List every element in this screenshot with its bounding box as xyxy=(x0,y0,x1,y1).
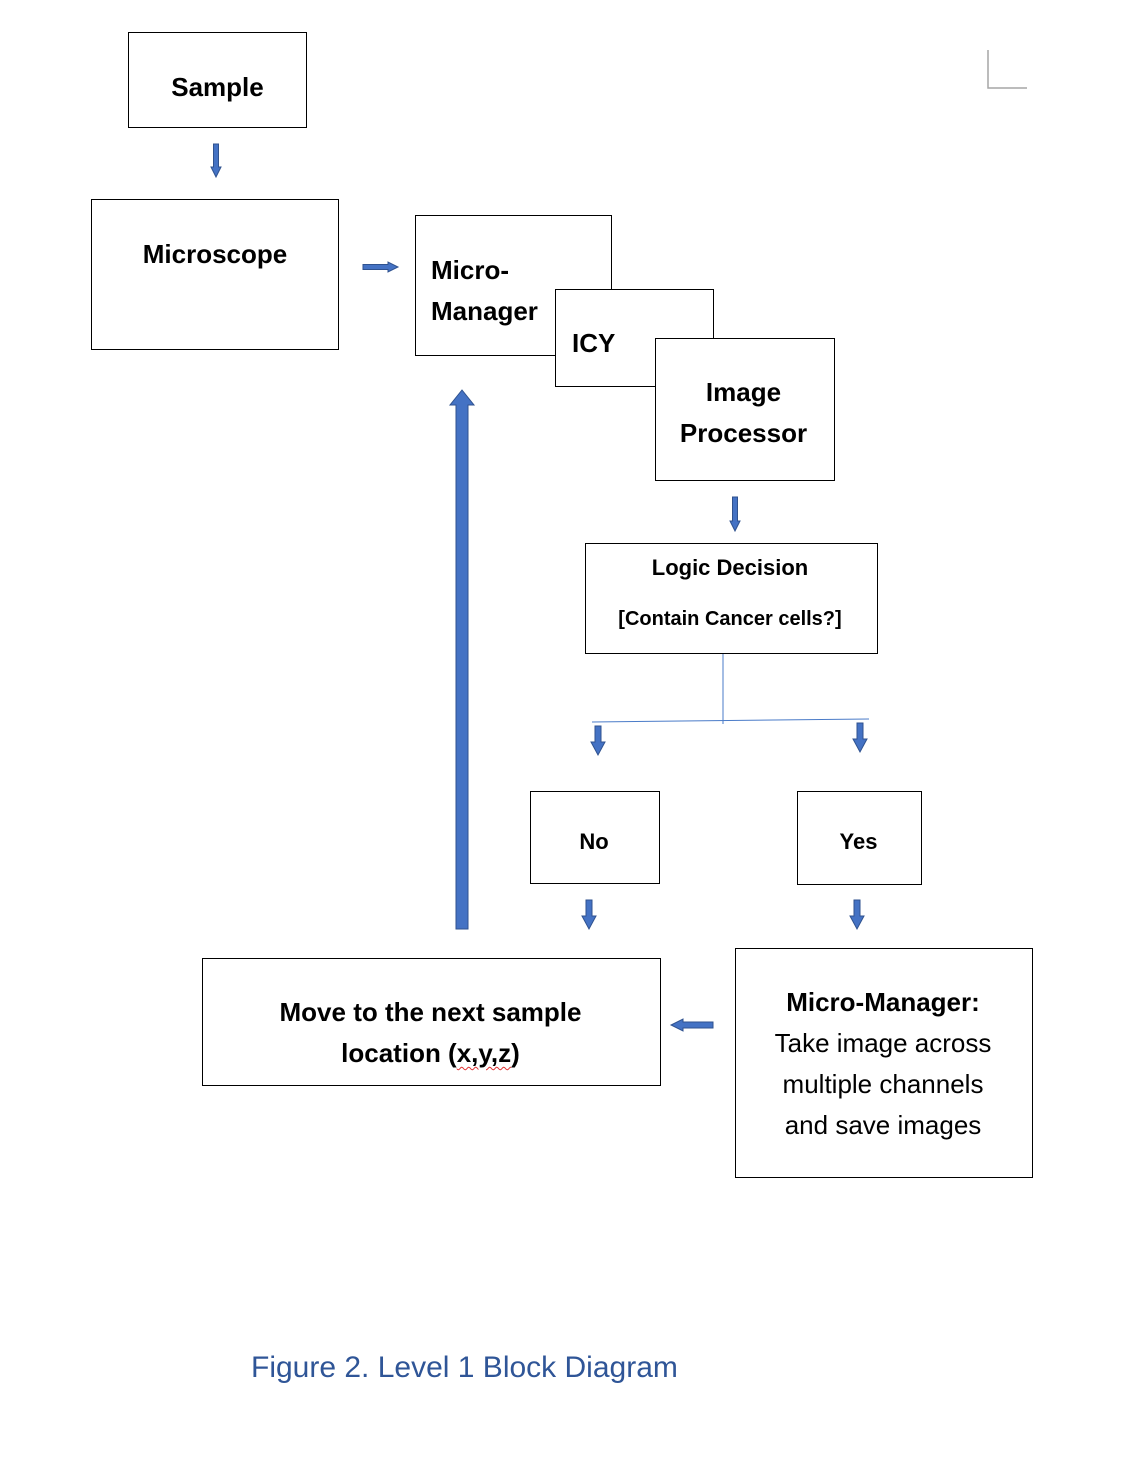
move-line2-prefix: location ( xyxy=(341,1038,457,1068)
no-block xyxy=(530,791,660,884)
logic-decision-question: [Contain Cancer cells?] xyxy=(618,608,842,630)
image-processor-block xyxy=(655,338,835,481)
arrow-no-to-move xyxy=(581,899,597,931)
icy-label: ICY xyxy=(572,328,616,358)
arrow-processor-to-decision xyxy=(729,496,741,533)
microscope-label: Microscope xyxy=(142,239,288,269)
microscope-block xyxy=(91,199,339,350)
arrow-branch-to-no xyxy=(590,725,606,757)
micro-manager-label-line2: Manager xyxy=(431,296,538,326)
micro-manager-label-line1: Micro- xyxy=(431,255,509,285)
move-next-location-line2: location (x,y,z) xyxy=(202,1033,659,1074)
micro-manager-action-block xyxy=(735,948,1033,1178)
move-line2-suffix: ) xyxy=(511,1038,520,1068)
logic-decision-title: Logic Decision xyxy=(651,555,809,580)
decision-connector-branch xyxy=(591,718,870,723)
yes-block xyxy=(797,791,922,885)
arrow-yes-to-action xyxy=(849,899,865,931)
micro-manager-action-title: Micro-Manager: xyxy=(786,987,980,1017)
sample-block xyxy=(128,32,307,128)
micro-manager-action-line2: multiple channels xyxy=(782,1069,984,1099)
image-processor-label-line2: Processor xyxy=(679,418,808,448)
sample-label: Sample xyxy=(171,72,264,102)
image-processor-label-line1: Image xyxy=(705,377,782,407)
move-next-location-block xyxy=(202,958,661,1086)
move-next-location-line1: Move to the next sample xyxy=(279,997,582,1027)
arrow-branch-to-yes xyxy=(852,722,868,754)
yes-label: Yes xyxy=(839,829,878,854)
figure-caption-label: Figure 2. xyxy=(251,1351,370,1384)
logic-decision-block xyxy=(585,543,878,654)
micro-manager-action-line1: Take image across xyxy=(774,1028,992,1058)
arrow-loop-back-to-micromanager xyxy=(448,389,476,930)
coordinates-text: x,y,z xyxy=(456,1038,512,1068)
no-label: No xyxy=(579,829,609,854)
arrow-sample-to-microscope xyxy=(210,143,222,179)
micro-manager-action-line3: and save images xyxy=(784,1110,982,1140)
figure-caption-text: Level 1 Block Diagram xyxy=(377,1351,678,1384)
arrow-action-to-move xyxy=(669,1018,714,1032)
arrow-microscope-to-micromanager xyxy=(362,261,400,273)
figure-caption: Figure 2. Level 1 Block Diagram xyxy=(251,1348,678,1388)
